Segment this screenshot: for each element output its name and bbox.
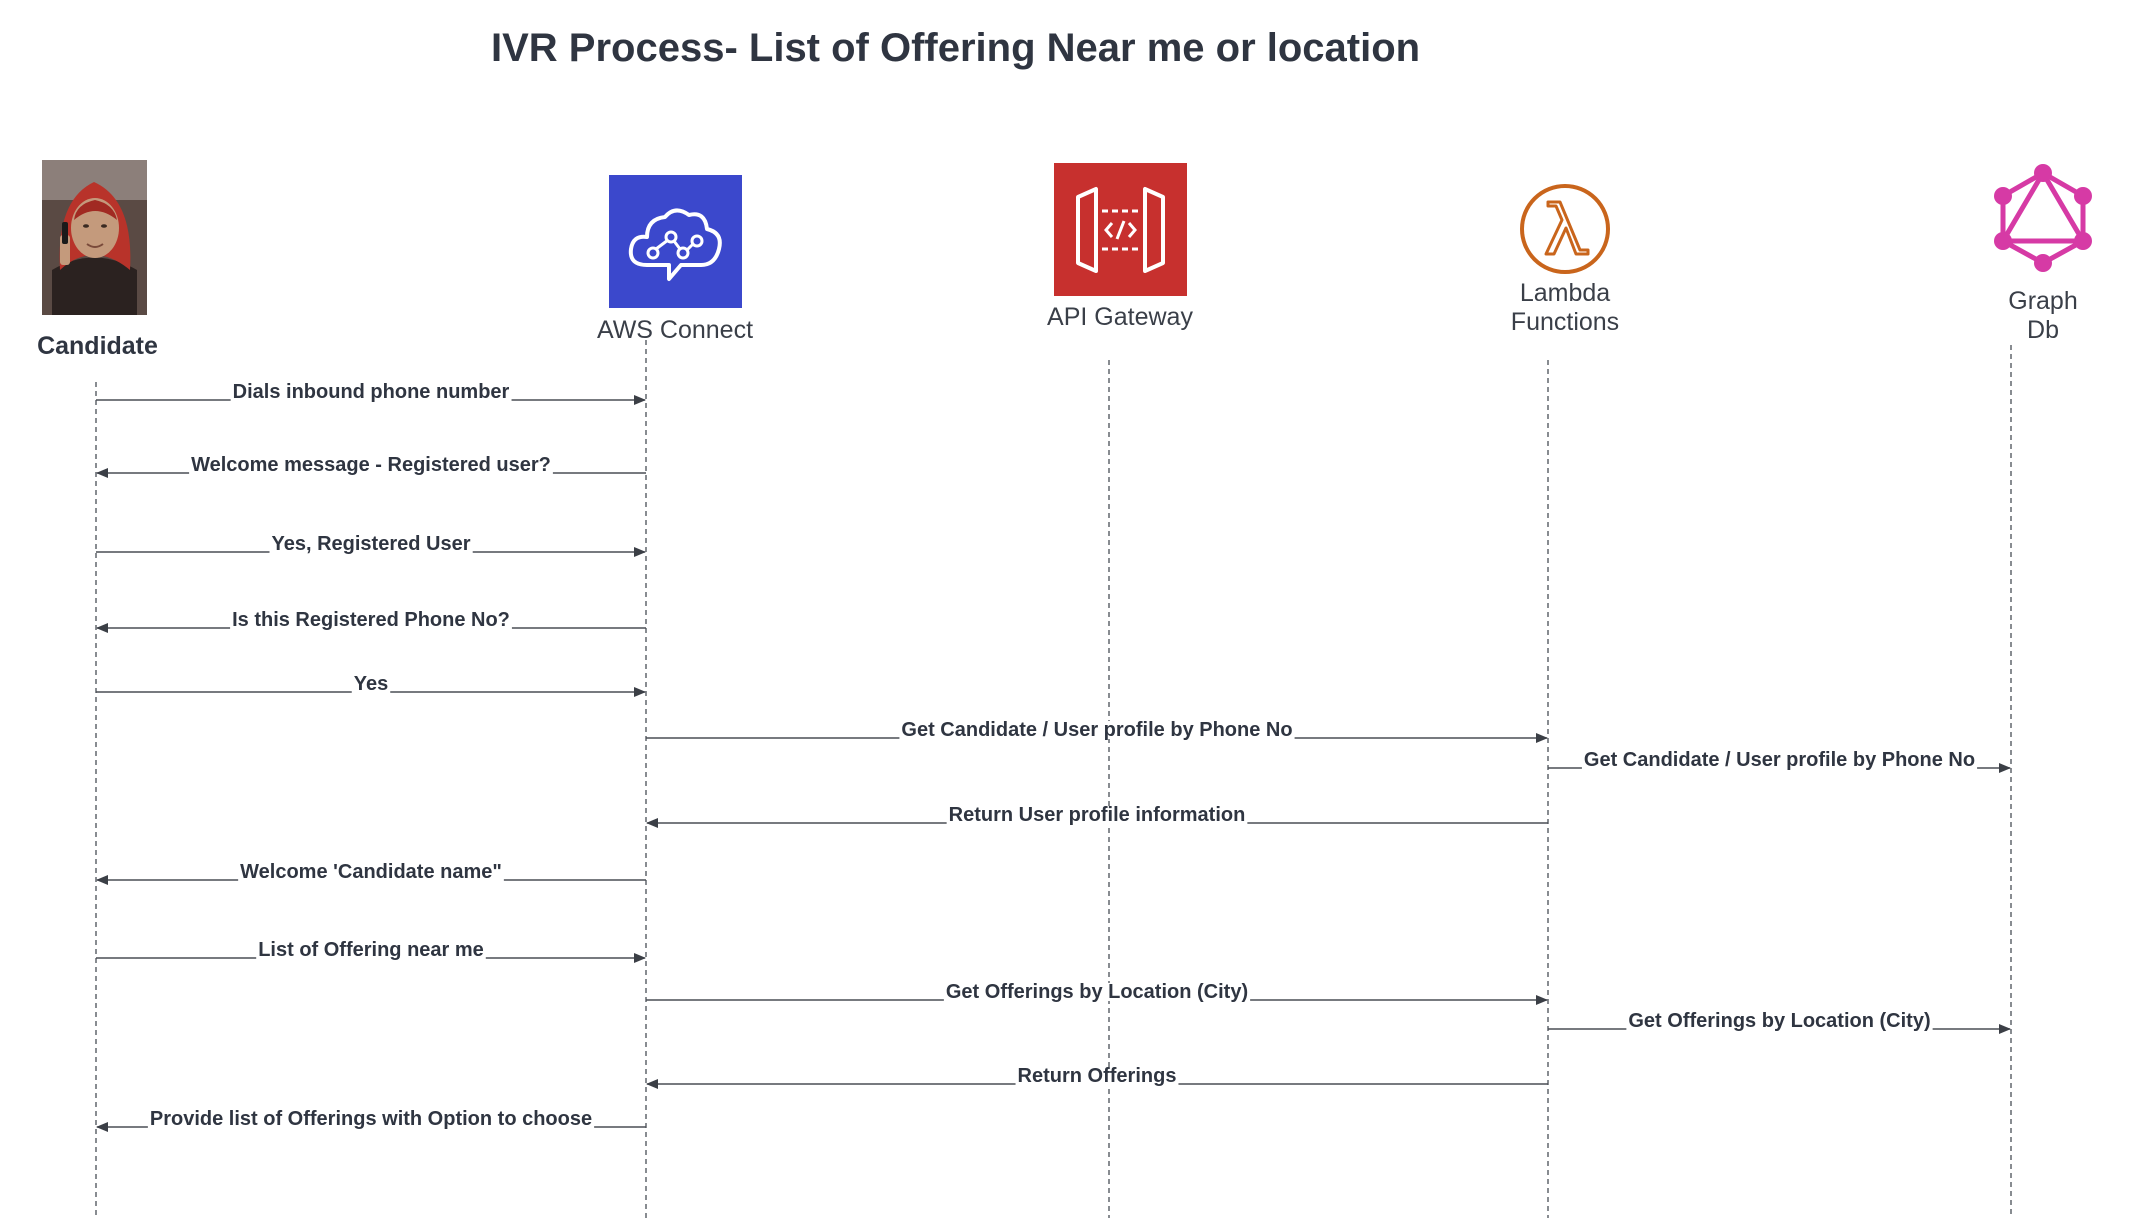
message-arrow: Is this Registered Phone No? [96,609,646,633]
page-title: IVR Process- List of Offering Near me or… [491,26,1421,70]
actor-label-lambda-functions: Lambda Functions [1465,279,1665,337]
lambda-icon [1518,182,1612,276]
lambda-label-line1: Lambda [1519,279,1611,307]
message-label-bg [230,383,512,401]
message-label: Is this Registered Phone No? [232,609,510,631]
message-arrow: List of Offering near me [96,939,646,963]
message-arrow: Provide list of Offerings with Option to… [96,1108,646,1132]
graph-label-line2: Db [2027,316,2059,344]
message-label: Yes [354,673,388,695]
message-arrow: Get Candidate / User profile by Phone No [646,719,1548,743]
message-label-bg [269,535,473,553]
message-label: Get Offerings by Location (City) [1628,1010,1930,1032]
lambda-label-line2: Functions [1510,308,1620,336]
graphql-icon [1993,163,2093,273]
message-label: Welcome 'Candidate name" [240,861,502,883]
message-label-bg [147,1110,595,1128]
message-label-bg [189,456,553,474]
message-arrow: Yes [96,673,646,697]
message-arrow: Yes, Registered User [96,533,646,557]
message-label: Return Offerings [1018,1065,1177,1087]
api-gateway-icon [1054,163,1187,296]
actor-label-aws-connect: AWS Connect [596,316,754,344]
actor-label-graph-db: Graph Db [1943,287,2132,345]
message-arrow: Get Offerings by Location (City) [646,981,1548,1005]
message-label: Get Offerings by Location (City) [946,981,1248,1003]
graph-label-line1: Graph [2008,287,2078,315]
message-label-bg [1626,1012,1933,1030]
message-arrow: Return Offerings [646,1065,1548,1089]
message-label: Yes, Registered User [272,533,471,555]
message-label-bg [943,983,1251,1001]
message-label-bg [1015,1067,1179,1085]
message-label-bg [238,863,504,881]
message-label-bg [1581,751,1978,769]
message-label: Dials inbound phone number [233,381,510,403]
message-label: Get Candidate / User profile by Phone No [901,719,1292,741]
aws-connect-icon [609,175,742,308]
message-arrow: Welcome message - Registered user? [96,454,646,478]
person-photo-icon [42,160,147,315]
message-arrow: Welcome 'Candidate name" [96,861,646,885]
message-label-bg [351,675,391,693]
message-label: Welcome message - Registered user? [191,454,551,476]
message-label-bg [946,806,1248,824]
message-label-bg [256,941,486,959]
message-label: Return User profile information [949,804,1246,826]
message-label: List of Offering near me [258,939,484,961]
message-label: Get Candidate / User profile by Phone No [1584,749,1975,771]
message-label-bg [899,721,1295,739]
message-arrow: Get Offerings by Location (City) [1548,1010,2011,1034]
message-arrow: Get Candidate / User profile by Phone No [1548,749,2011,773]
actor-label-api-gateway: API Gateway [1047,303,1193,331]
message-arrow: Return User profile information [646,804,1548,828]
message-label-bg [230,611,512,629]
message-arrow: Dials inbound phone number [96,381,646,405]
actor-label-candidate: Candidate [37,332,158,360]
message-label: Provide list of Offerings with Option to… [150,1108,592,1130]
